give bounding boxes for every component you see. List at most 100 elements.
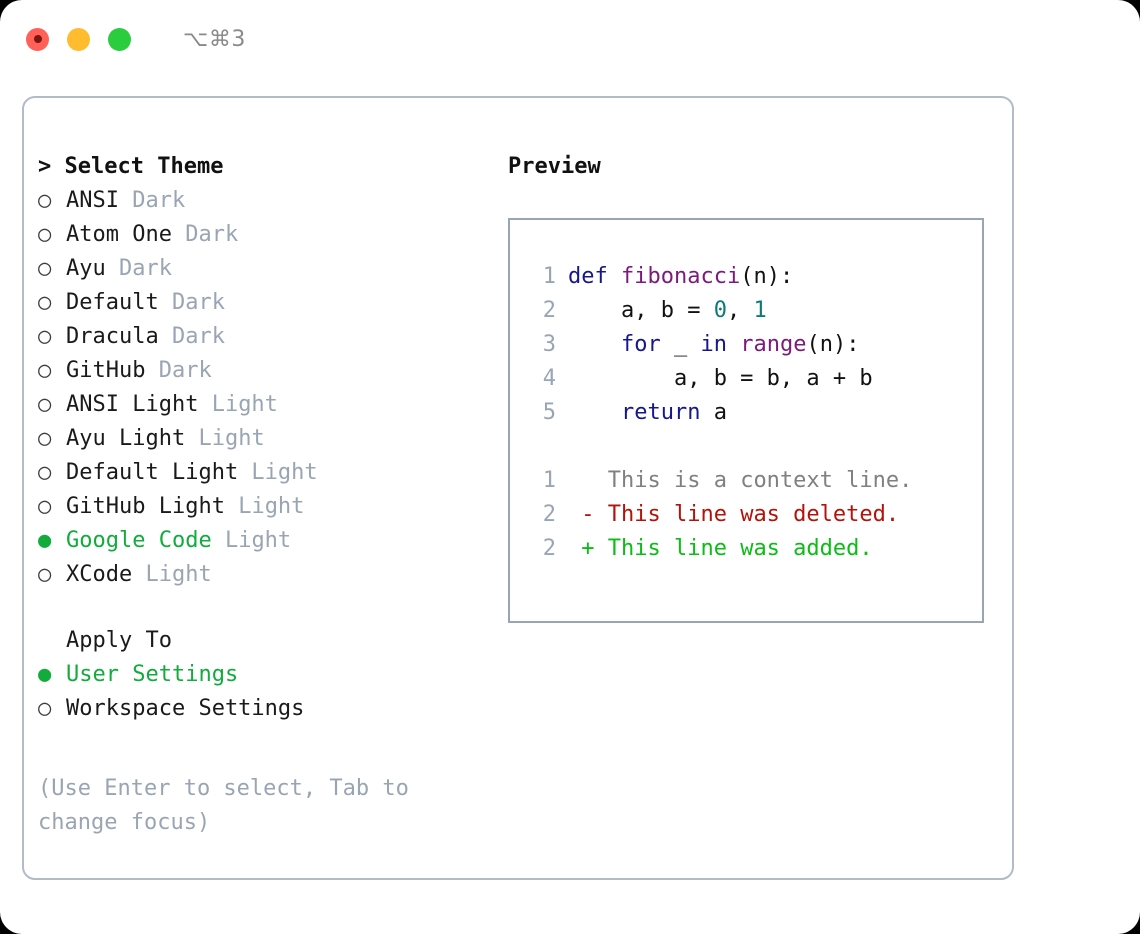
- select-theme-heading: > Select Theme: [38, 150, 508, 184]
- radio-unselected-icon: ○: [38, 460, 52, 485]
- apply-to-list: ● User Settings ○ Workspace Settings: [38, 658, 508, 726]
- apply-to-item-workspace-settings[interactable]: ○ Workspace Settings: [38, 692, 508, 726]
- theme-item-label: Ayu: [66, 256, 106, 281]
- theme-item-label: GitHub: [66, 358, 146, 383]
- code-token-txt: [568, 400, 621, 425]
- code-token-txt: a, b =: [568, 298, 714, 323]
- line-number: 3: [542, 332, 556, 357]
- theme-item-github[interactable]: ○GitHub Dark: [38, 354, 508, 388]
- diff-marker: -: [568, 502, 595, 527]
- line-number: 2: [542, 298, 556, 323]
- code-line: 4 a, b = b, a + b: [510, 362, 982, 396]
- select-theme-title-text: Select Theme: [64, 154, 224, 179]
- apply-to-heading: Apply To: [38, 624, 508, 658]
- theme-item-label: Default: [66, 290, 159, 315]
- prompt-caret: >: [38, 154, 52, 179]
- radio-unselected-icon: ○: [38, 324, 52, 349]
- code-token-txt: [568, 332, 621, 357]
- theme-item-default-light[interactable]: ○Default Light Light: [38, 456, 508, 490]
- radio-selected-icon: ●: [38, 662, 52, 687]
- line-number: 1: [542, 264, 556, 289]
- theme-item-category: Light: [224, 494, 305, 519]
- keyboard-hint-text: (Use Enter to select, Tab to change focu…: [38, 776, 423, 835]
- diff-line-add: 2 + This line was added.: [510, 532, 982, 566]
- traffic-lights: [26, 27, 131, 51]
- theme-item-category: Dark: [171, 222, 239, 247]
- theme-item-ansi[interactable]: ○ANSI Dark: [38, 184, 508, 218]
- code-token-kw: in: [700, 332, 727, 357]
- apply-to-item-label: Workspace Settings: [66, 696, 305, 721]
- code-token-num: 0: [713, 298, 727, 323]
- theme-item-label: GitHub Light: [66, 494, 225, 519]
- close-window-button[interactable]: [26, 27, 49, 51]
- code-token-kw: for: [620, 332, 661, 357]
- maximize-window-button[interactable]: [108, 27, 131, 51]
- theme-item-category: Light: [238, 460, 318, 485]
- diff-line-ctx: 1 This is a context line.: [510, 464, 982, 498]
- section-spacer: [38, 592, 508, 624]
- theme-item-ayu-light[interactable]: ○Ayu Light Light: [38, 422, 508, 456]
- code-line: 3 for _ in range(n):: [510, 328, 982, 362]
- diff-text: This line was deleted.: [594, 502, 900, 527]
- content-panel: > Select Theme ○ANSI Dark○Atom One Dark○…: [22, 96, 1014, 880]
- preview-heading: Preview: [508, 154, 601, 179]
- window-titlebar: ⌥⌘3: [0, 0, 1140, 78]
- line-number: 5: [542, 400, 556, 425]
- apply-to-item-label: User Settings: [66, 662, 239, 687]
- theme-item-google-code[interactable]: ● Google Code Light: [38, 524, 508, 558]
- code-token-fn: range: [740, 332, 807, 357]
- theme-item-ayu[interactable]: ○Ayu Dark: [38, 252, 508, 286]
- preview-gap: [510, 430, 982, 464]
- code-token-num: 1: [753, 298, 767, 323]
- radio-unselected-icon: ○: [38, 188, 52, 213]
- code-token-txt: a, b = b, a + b: [568, 366, 873, 391]
- diff-text: This is a context line.: [594, 468, 913, 493]
- diff-text: This line was added.: [594, 536, 873, 561]
- radio-unselected-icon: ○: [38, 696, 52, 721]
- close-icon: [33, 35, 42, 43]
- diff-sample: 1 This is a context line. 2 - This line w…: [510, 464, 982, 566]
- theme-item-default[interactable]: ○ Default Dark: [38, 286, 508, 320]
- theme-item-xcode[interactable]: ○XCode Light: [38, 558, 508, 592]
- code-token-txt: [727, 332, 740, 357]
- theme-item-label: Dracula: [66, 324, 159, 349]
- radio-unselected-icon: ○: [38, 358, 52, 383]
- radio-unselected-icon: ○: [38, 222, 52, 247]
- code-token-txt: _: [660, 332, 701, 357]
- code-token-txt: a: [700, 400, 727, 425]
- theme-item-atom-one[interactable]: ○Atom One Dark: [38, 218, 508, 252]
- theme-item-category: Dark: [158, 290, 225, 315]
- code-line: 2 a, b = 0, 1: [510, 294, 982, 328]
- code-token-kw: return: [620, 400, 701, 425]
- theme-item-category: Dark: [118, 188, 186, 213]
- theme-item-category: Light: [198, 392, 278, 417]
- theme-item-dracula[interactable]: ○ Dracula Dark: [38, 320, 508, 354]
- theme-selector-column: > Select Theme ○ANSI Dark○Atom One Dark○…: [24, 150, 508, 840]
- radio-selected-icon: ●: [38, 528, 52, 553]
- line-number: 2: [542, 536, 556, 561]
- diff-marker: [568, 468, 595, 493]
- apply-to-item-user-settings[interactable]: ● User Settings: [38, 658, 508, 692]
- code-token-fn: fibonacci: [620, 264, 741, 289]
- select-theme-title: [51, 154, 64, 179]
- minimize-window-button[interactable]: [67, 27, 90, 51]
- theme-list: ○ANSI Dark○Atom One Dark○Ayu Dark○Defaul…: [38, 184, 508, 592]
- theme-item-ansi-light[interactable]: ○ANSI Light Light: [38, 388, 508, 422]
- theme-item-label: Google Code: [66, 528, 212, 553]
- theme-item-github-light[interactable]: ○GitHub Light Light: [38, 490, 508, 524]
- theme-item-category: Dark: [158, 324, 225, 349]
- code-token-txt: (n):: [740, 264, 794, 289]
- theme-item-category: Dark: [105, 256, 172, 281]
- line-number: 1: [542, 468, 556, 493]
- code-line: 5 return a: [510, 396, 982, 430]
- line-number: 2: [542, 502, 556, 527]
- diff-marker: +: [568, 536, 595, 561]
- theme-item-category: Light: [211, 528, 292, 553]
- radio-unselected-icon: ○: [38, 290, 52, 315]
- keyboard-shortcut-label: ⌥⌘3: [183, 26, 246, 52]
